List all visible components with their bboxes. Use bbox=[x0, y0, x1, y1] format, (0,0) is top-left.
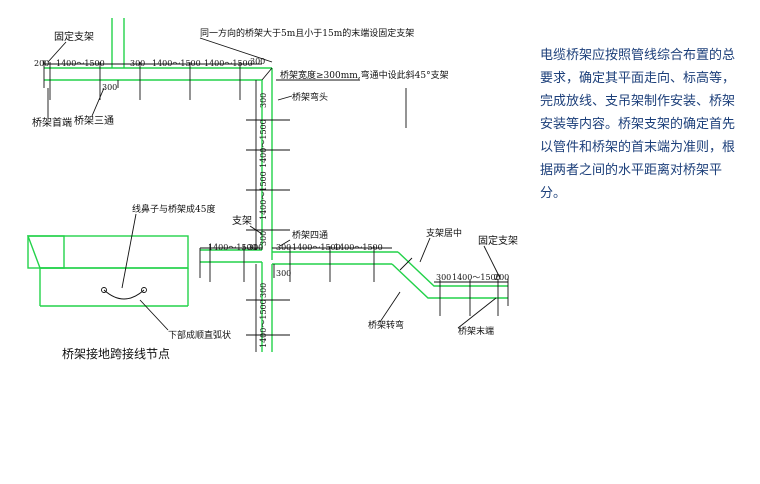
dim-1400-vertical-1: 1400～1500 bbox=[259, 119, 268, 168]
dim-1400-mid-left: 1400～1500 bbox=[208, 243, 257, 252]
dim-300-cross: 300 bbox=[276, 269, 291, 278]
label-support: 支架 bbox=[232, 215, 252, 227]
dim-1400-mid-1: 1400～1500 bbox=[292, 243, 341, 252]
dim-1400-top-1: 1400～1500 bbox=[56, 59, 105, 68]
label-tee: 桥架三通 bbox=[74, 115, 114, 127]
label-cross: 桥架四通 bbox=[292, 229, 328, 241]
support-marks bbox=[49, 62, 499, 336]
dim-300-vertical: 300 bbox=[259, 93, 268, 108]
grounding-detail bbox=[26, 213, 189, 331]
description-text: 电缆桥架应按照管线综合布置的总要求，确定其平面走向、标高等，完成放线、支吊架制作… bbox=[540, 48, 736, 201]
label-tray-turn: 桥架转弯 bbox=[368, 319, 404, 331]
label-tray-head: 桥架首端 bbox=[32, 116, 72, 129]
label-tray-end: 桥架末端 bbox=[458, 325, 494, 337]
dim-300-vertical-lower: 300 bbox=[259, 283, 268, 298]
dim-300-vertical-2: 300 bbox=[259, 231, 268, 246]
dim-300-top: 300 bbox=[130, 59, 145, 68]
dim-1400-right: 1400～1500 bbox=[452, 273, 501, 282]
dim-1400-vertical-lower: 1400～1500 bbox=[259, 299, 268, 348]
tray-lines bbox=[43, 18, 509, 352]
dim-1400-vertical-2: 1400～1500 bbox=[259, 171, 268, 220]
label-arc-note: 下部成顺直弧状 bbox=[168, 329, 231, 341]
dim-200-left: 200 bbox=[34, 59, 49, 68]
dim-300-tee: 300 bbox=[102, 83, 117, 92]
label-fixed-support-right: 固定支架 bbox=[478, 234, 518, 247]
dim-1400-mid-2: 1400～1500 bbox=[334, 243, 383, 252]
leader-lines bbox=[47, 37, 501, 329]
label-lug-note: 线鼻子与桥架成45度 bbox=[132, 203, 215, 215]
dim-1400-top-3: 1400～1500 bbox=[204, 59, 253, 68]
dimension-lines bbox=[44, 63, 508, 352]
label-grounding-title: 桥架接地跨接线节点 bbox=[62, 346, 170, 361]
dim-300-mid: 300 bbox=[248, 243, 263, 252]
dim-300-right: 300 bbox=[436, 273, 451, 282]
label-fixed-support-left: 固定支架 bbox=[54, 30, 94, 43]
dim-300-mid-2: 300 bbox=[276, 243, 291, 252]
annotations: 固定支架 同一方向的桥架大于5m且小于15m的末端设固定支架 桥架宽度≥300m… bbox=[32, 27, 518, 361]
label-support-center: 支架居中 bbox=[426, 227, 462, 239]
dim-200-right: 200 bbox=[494, 273, 509, 282]
label-top-note: 同一方向的桥架大于5m且小于15m的末端设固定支架 bbox=[200, 27, 414, 39]
dim-1400-top-2: 1400～1500 bbox=[152, 59, 201, 68]
label-elbow: 桥架弯头 bbox=[292, 91, 328, 103]
label-width-note: 桥架宽度≥300mm,弯通中设此斜45°支架 bbox=[280, 69, 449, 81]
dim-300-elbow: 300 bbox=[250, 57, 265, 66]
